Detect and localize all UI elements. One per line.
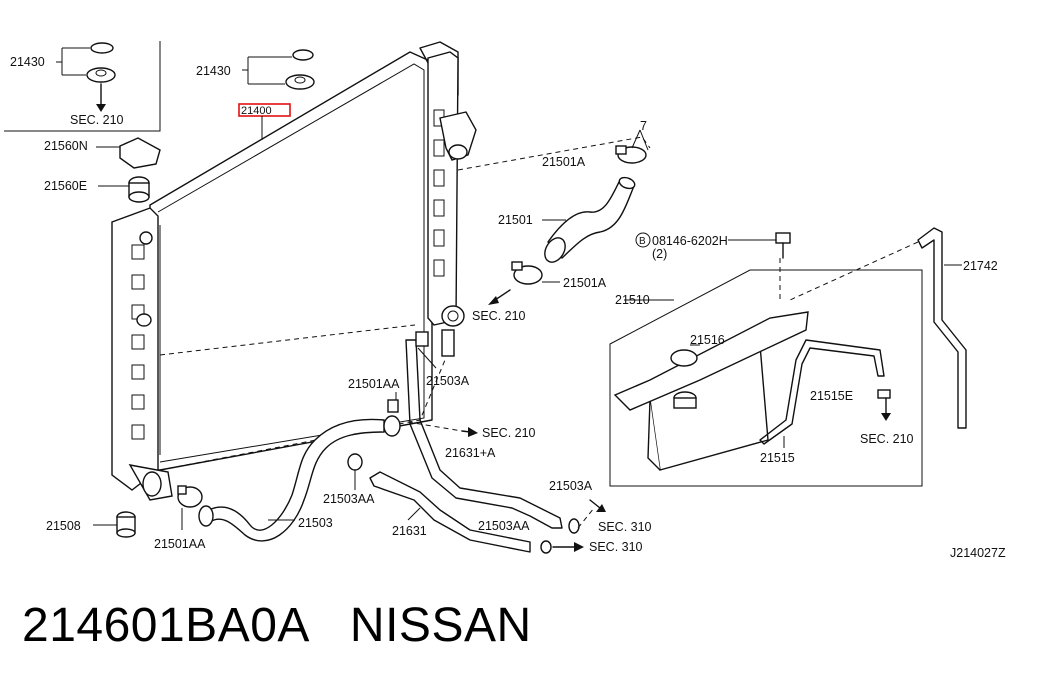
label-21501a-bot: 21501A: [563, 276, 607, 290]
arrow-sec-210-c: [407, 421, 478, 437]
bolt: [635, 232, 791, 259]
label-21631a: 21631+A: [445, 446, 496, 460]
label-sec310-a: SEC. 310: [598, 520, 652, 534]
highlight-box: [238, 103, 291, 117]
upper-radiator-hose: [542, 176, 636, 263]
radiator-assembly: [111, 41, 477, 501]
label-sec210-inset: SEC. 210: [70, 113, 124, 127]
upper-mount-insulator: [98, 176, 150, 203]
label-sec310-b: SEC. 310: [589, 540, 643, 554]
label-21515: 21515: [760, 451, 795, 465]
label-21508: 21508: [46, 519, 81, 533]
hose-clamp-21501aa-top: [387, 392, 399, 413]
label-21501a-top: 21501A: [542, 155, 586, 169]
label-21430-inset: 21430: [10, 55, 45, 69]
part-number: 214601BA0A: [22, 599, 310, 652]
upper-mount-bracket: [96, 137, 161, 169]
label-21503: 21503: [298, 516, 333, 530]
label-21503a-top: 21503A: [426, 374, 470, 388]
hose-clamp-21501aa: [177, 485, 203, 530]
label-21503aa-bot: 21503AA: [478, 519, 530, 533]
part-caption: 214601BA0A NISSAN: [22, 598, 532, 653]
label-21501aa-bot: 21501AA: [154, 537, 206, 551]
label-21742: 21742: [963, 259, 998, 273]
hose-clip-21503aa: [347, 453, 363, 490]
radiator-cap-inset: [56, 42, 116, 112]
label-21503a-bot: 21503A: [549, 479, 593, 493]
label-21400: 21400: [241, 105, 272, 117]
label-21501aa-top: 21501AA: [348, 377, 400, 391]
callout-labels: 21430 SEC. 210 21430 21400 21560N 21560E…: [10, 55, 1006, 560]
reservoir-tank: [613, 311, 809, 471]
reservoir-box: [609, 269, 923, 487]
arrow-sec-310-b: [552, 542, 584, 552]
reservoir-hose: [759, 339, 885, 448]
label-bolt-qty: (2): [652, 247, 667, 261]
label-21501: 21501: [498, 213, 533, 227]
label-21560n: 21560N: [44, 139, 88, 153]
hose-clamp-lower: [511, 261, 560, 285]
lower-radiator-hose: [198, 415, 401, 542]
radiator-cap: [242, 49, 315, 90]
hose-clip-21515e: [877, 389, 891, 421]
label-7: 7: [640, 119, 647, 133]
label-bolt-mark: B: [639, 236, 646, 247]
arrow-sec-210-a: [488, 289, 511, 305]
hose-clamp-upper: [615, 145, 647, 164]
label-21516: 21516: [690, 333, 725, 347]
label-21503aa-mid: 21503AA: [323, 492, 375, 506]
label-21515e: 21515E: [810, 389, 853, 403]
inset-frame: [4, 41, 161, 132]
label-21560e: 21560E: [44, 179, 87, 193]
radiator-parts-diagram: 21430 SEC. 210 21430 21400 21560N 21560E…: [4, 41, 1006, 560]
label-bolt: 08146-6202H: [652, 234, 728, 248]
label-21631: 21631: [392, 524, 427, 538]
diagram-code: J214027Z: [950, 546, 1006, 560]
overflow-hose: [789, 227, 967, 429]
label-21510: 21510: [615, 293, 650, 307]
label-sec210-c: SEC. 210: [482, 426, 536, 440]
label-sec210-a: SEC. 210: [472, 309, 526, 323]
hose-21503a: [405, 331, 580, 534]
label-21430: 21430: [196, 64, 231, 78]
label-sec210-b: SEC. 210: [860, 432, 914, 446]
brand-name: NISSAN: [349, 599, 532, 652]
hose-21631: [369, 471, 552, 554]
lower-mount-insulator: [93, 511, 136, 538]
arrow-sec-310-a: [577, 499, 606, 529]
